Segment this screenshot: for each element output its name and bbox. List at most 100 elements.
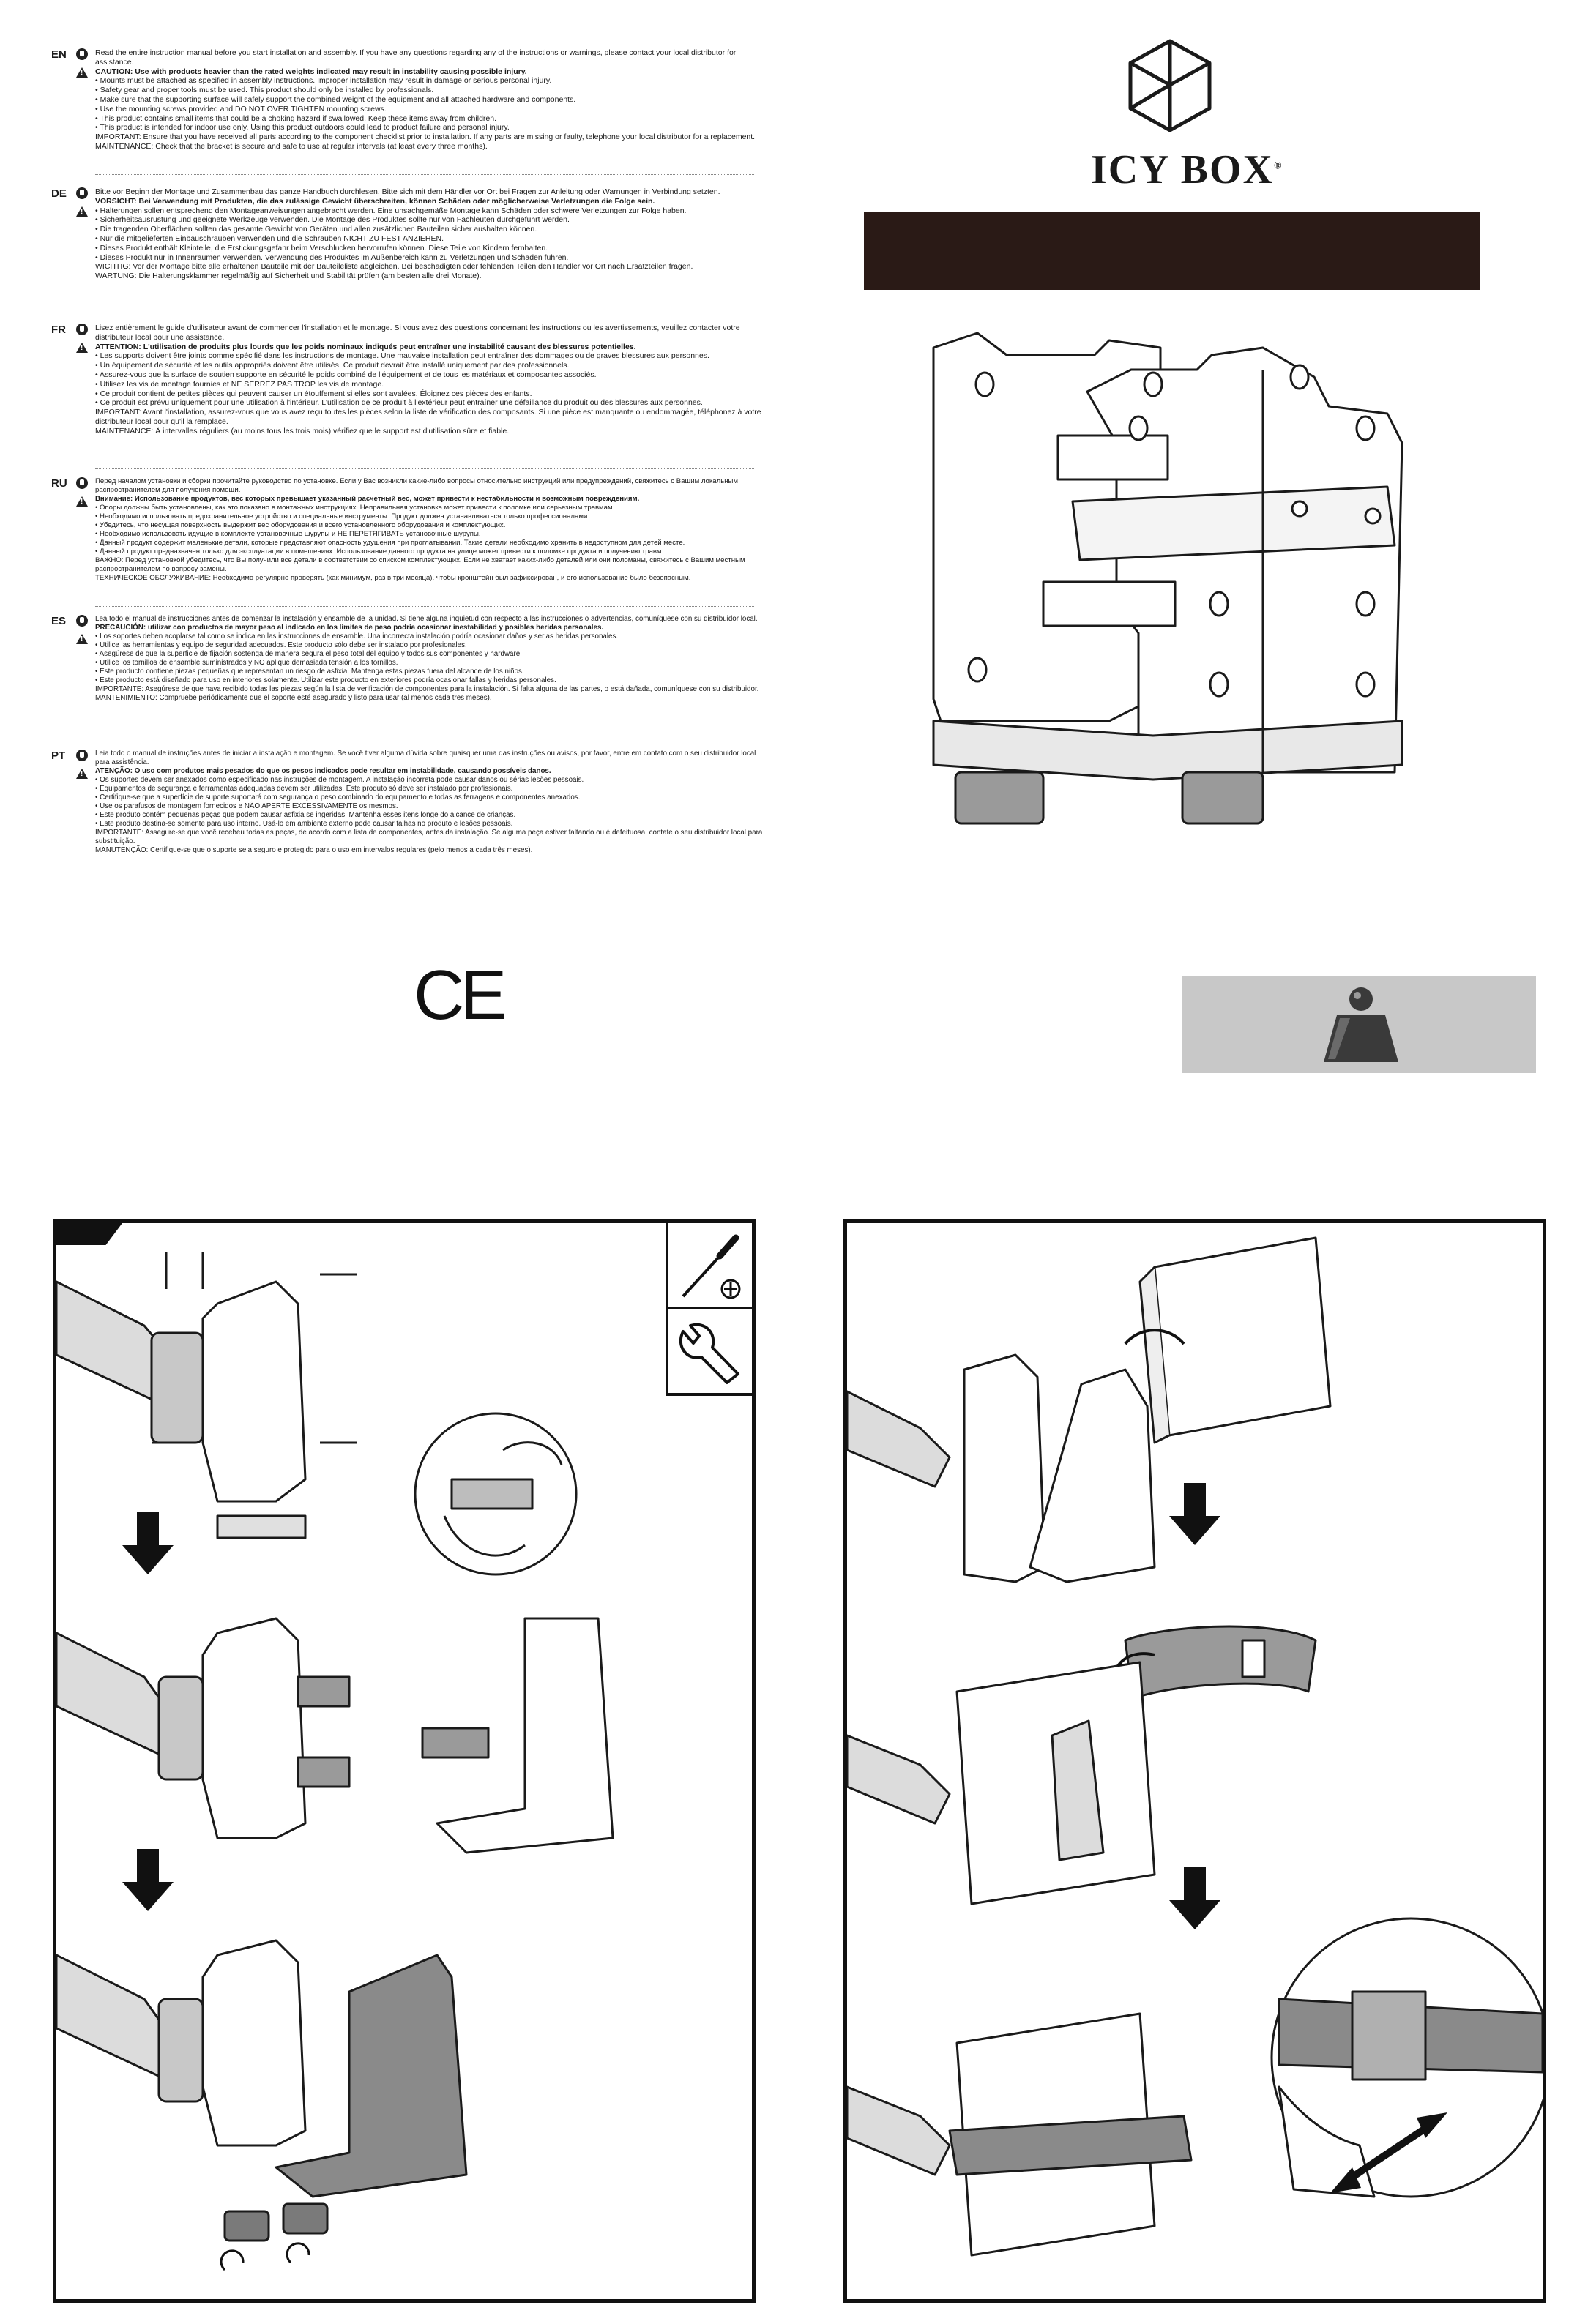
read-manual-icon <box>76 750 88 761</box>
important-text: IMPORTANT: Ensure that you have received… <box>95 132 756 142</box>
maintenance-text: MAINTENANCE: Check that the bracket is s… <box>95 141 488 151</box>
lang-text: Lisez entièrement le guide d'utilisateur… <box>95 324 769 436</box>
brand-name: ICY BOX <box>1091 147 1274 193</box>
lang-block-ru: RU Перед началом установки и сборки проч… <box>51 477 769 609</box>
lang-block-es: ES Lea todo el manual de instrucciones a… <box>51 615 769 739</box>
lang-text: Перед началом установки и сборки прочита… <box>95 477 769 583</box>
bullet-text: • Os suportes devem ser anexados como es… <box>95 776 584 784</box>
bullet-text: • Equipamentos de segurança e ferramenta… <box>95 785 513 793</box>
title-banner <box>864 212 1480 290</box>
read-manual-icon <box>76 324 88 335</box>
caution-text: CAUTION: Use with products heavier than … <box>95 67 527 76</box>
bullet-text: • Данный продукт содержит маленькие дета… <box>95 539 685 547</box>
bullet-text: • Certifique-se que a superfície de supo… <box>95 793 581 802</box>
lang-code: PT <box>51 750 66 762</box>
maintenance-text: MANUTENÇÃO: Certifique-se que o suporte … <box>95 846 533 854</box>
bullet-text: • Utilisez les vis de montage fournies e… <box>95 379 384 389</box>
weight-icon <box>1324 987 1398 1062</box>
bullet-text: • Данный продукт предназначен только для… <box>95 548 664 556</box>
lang-block-fr: FR Lisez entièrement le guide d'utilisat… <box>51 324 769 455</box>
lang-code: RU <box>51 477 67 490</box>
bullet-text: • This product contains small items that… <box>95 113 496 123</box>
warning-icon <box>76 769 88 779</box>
bullet-text: • Los soportes deben acoplarse tal como … <box>95 632 619 640</box>
intro-text: Перед началом установки и сборки прочита… <box>95 477 738 494</box>
lang-text: Bitte vor Beginn der Montage und Zusamme… <box>95 187 769 281</box>
lang-code: DE <box>51 187 67 200</box>
important-text: IMPORTANTE: Assegure-se que você recebeu… <box>95 829 763 845</box>
read-manual-icon <box>76 48 88 60</box>
warning-icon <box>76 343 88 353</box>
read-manual-icon <box>76 477 88 489</box>
bullet-text: • Make sure that the supporting surface … <box>95 94 576 104</box>
lang-block-de: DE Bitte vor Beginn der Montage und Zusa… <box>51 187 769 304</box>
intro-text: Leia todo o manual de instruções antes d… <box>95 750 756 766</box>
bullet-text: • Dieses Produkt nur in Innenräumen verw… <box>95 253 569 262</box>
bullet-text: • Utilice las herramientas y equipo de s… <box>95 641 467 649</box>
bullet-text: • Необходимо использовать предохранитель… <box>95 512 589 520</box>
maintenance-text: WARTUNG: Die Halterungsklammer regelmäßi… <box>95 272 482 281</box>
divider <box>95 174 754 175</box>
bullet-text: • Ce produit contient de petites pièces … <box>95 389 532 398</box>
lang-block-en: EN Read the entire instruction manual be… <box>51 48 769 165</box>
lang-text: Lea todo el manual de instrucciones ante… <box>95 615 769 703</box>
bullet-text: • Utilice los tornillos de ensamble sumi… <box>95 659 398 667</box>
caution-text: ATENÇÃO: O uso com produtos mais pesados… <box>95 767 551 775</box>
bullet-text: • Use os parafusos de montagem fornecido… <box>95 802 398 810</box>
bullet-text: • Assurez-vous que la surface de soutien… <box>95 370 597 379</box>
screwdriver-tool-box <box>666 1223 752 1309</box>
registered-mark: ® <box>1273 160 1283 172</box>
maintenance-text: MANTENIMIENTO: Compruebe periódicamente … <box>95 694 492 702</box>
bullet-text: • Este produto destina-se somente para u… <box>95 820 513 828</box>
divider <box>95 606 754 607</box>
maintenance-text: MAINTENANCE: À intervalles réguliers (au… <box>95 426 510 436</box>
divider <box>95 468 754 469</box>
bullet-text: • Die tragenden Oberflächen sollten das … <box>95 225 537 234</box>
read-manual-icon <box>76 615 88 627</box>
lang-code: EN <box>51 48 67 61</box>
bullet-text: • Este produto contém pequenas peças que… <box>95 811 516 819</box>
caution-text: Внимание: Использование продуктов, вес к… <box>95 495 640 503</box>
lang-text: Leia todo o manual de instruções antes d… <box>95 750 769 855</box>
lang-text: Read the entire instruction manual befor… <box>95 48 769 152</box>
assembly-step-panel <box>53 1219 756 2303</box>
warning-icon <box>76 206 88 217</box>
product-illustration <box>932 332 1403 825</box>
bullet-text: • Dieses Produkt enthält Kleinteile, die… <box>95 243 548 253</box>
important-text: IMPORTANT: Avant l'installation, assurez… <box>95 408 761 426</box>
screwdriver-icon <box>682 1234 741 1299</box>
bullet-text: • Safety gear and proper tools must be u… <box>95 86 434 95</box>
ce-mark: CE <box>414 956 507 1034</box>
caution-text: PRECAUCIÓN: utilizar con productos de ma… <box>95 624 604 632</box>
warning-icon <box>76 67 88 78</box>
cube-logo-icon <box>1128 39 1212 132</box>
weight-limit-box <box>1182 976 1536 1073</box>
mounting-step-panel <box>843 1219 1546 2303</box>
bullet-text: • Les supports doivent être joints comme… <box>95 351 709 361</box>
warning-icon <box>76 634 88 644</box>
intro-text: Lisez entièrement le guide d'utilisateur… <box>95 324 740 342</box>
bullet-text: • Убедитесь, что несущая поверхность выд… <box>95 521 506 529</box>
lang-code: FR <box>51 324 66 336</box>
bullet-text: • Sicherheitsausrüstung und geeignete We… <box>95 215 570 225</box>
bullet-text: • Use the mounting screws provided and D… <box>95 104 387 113</box>
bullet-text: • Nur die mitgelieferten Einbauschrauben… <box>95 233 444 243</box>
intro-text: Lea todo el manual de instrucciones ante… <box>95 615 758 623</box>
bullet-text: • Halterungen sollen entsprechend den Mo… <box>95 206 687 215</box>
bullet-text: • Необходимо использовать идущие в компл… <box>95 530 481 538</box>
warning-icon <box>76 496 88 507</box>
maintenance-text: ТЕХНИЧЕСКОЕ ОБСЛУЖИВАНИЕ: Необходимо рег… <box>95 574 691 582</box>
important-text: ВАЖНО: Перед установкой убедитесь, что В… <box>95 556 745 573</box>
bullet-text: • Mounts must be attached as specified i… <box>95 76 552 86</box>
bullet-text: • Ce produit est prévu uniquement pour u… <box>95 398 703 408</box>
important-text: WICHTIG: Vor der Montage bitte alle erha… <box>95 262 693 272</box>
intro-text: Bitte vor Beginn der Montage und Zusamme… <box>95 187 720 196</box>
mounting-diagram <box>847 1236 1543 2257</box>
bullet-text: • Este producto contiene piezas pequeñas… <box>95 668 524 676</box>
brand-logo: ICY BOX® <box>1091 146 1283 193</box>
lang-code: ES <box>51 615 67 627</box>
assembly-diagram <box>56 1252 614 2271</box>
read-manual-icon <box>76 187 88 199</box>
wrench-tool-box <box>666 1309 752 1396</box>
intro-text: Read the entire instruction manual befor… <box>95 48 737 67</box>
